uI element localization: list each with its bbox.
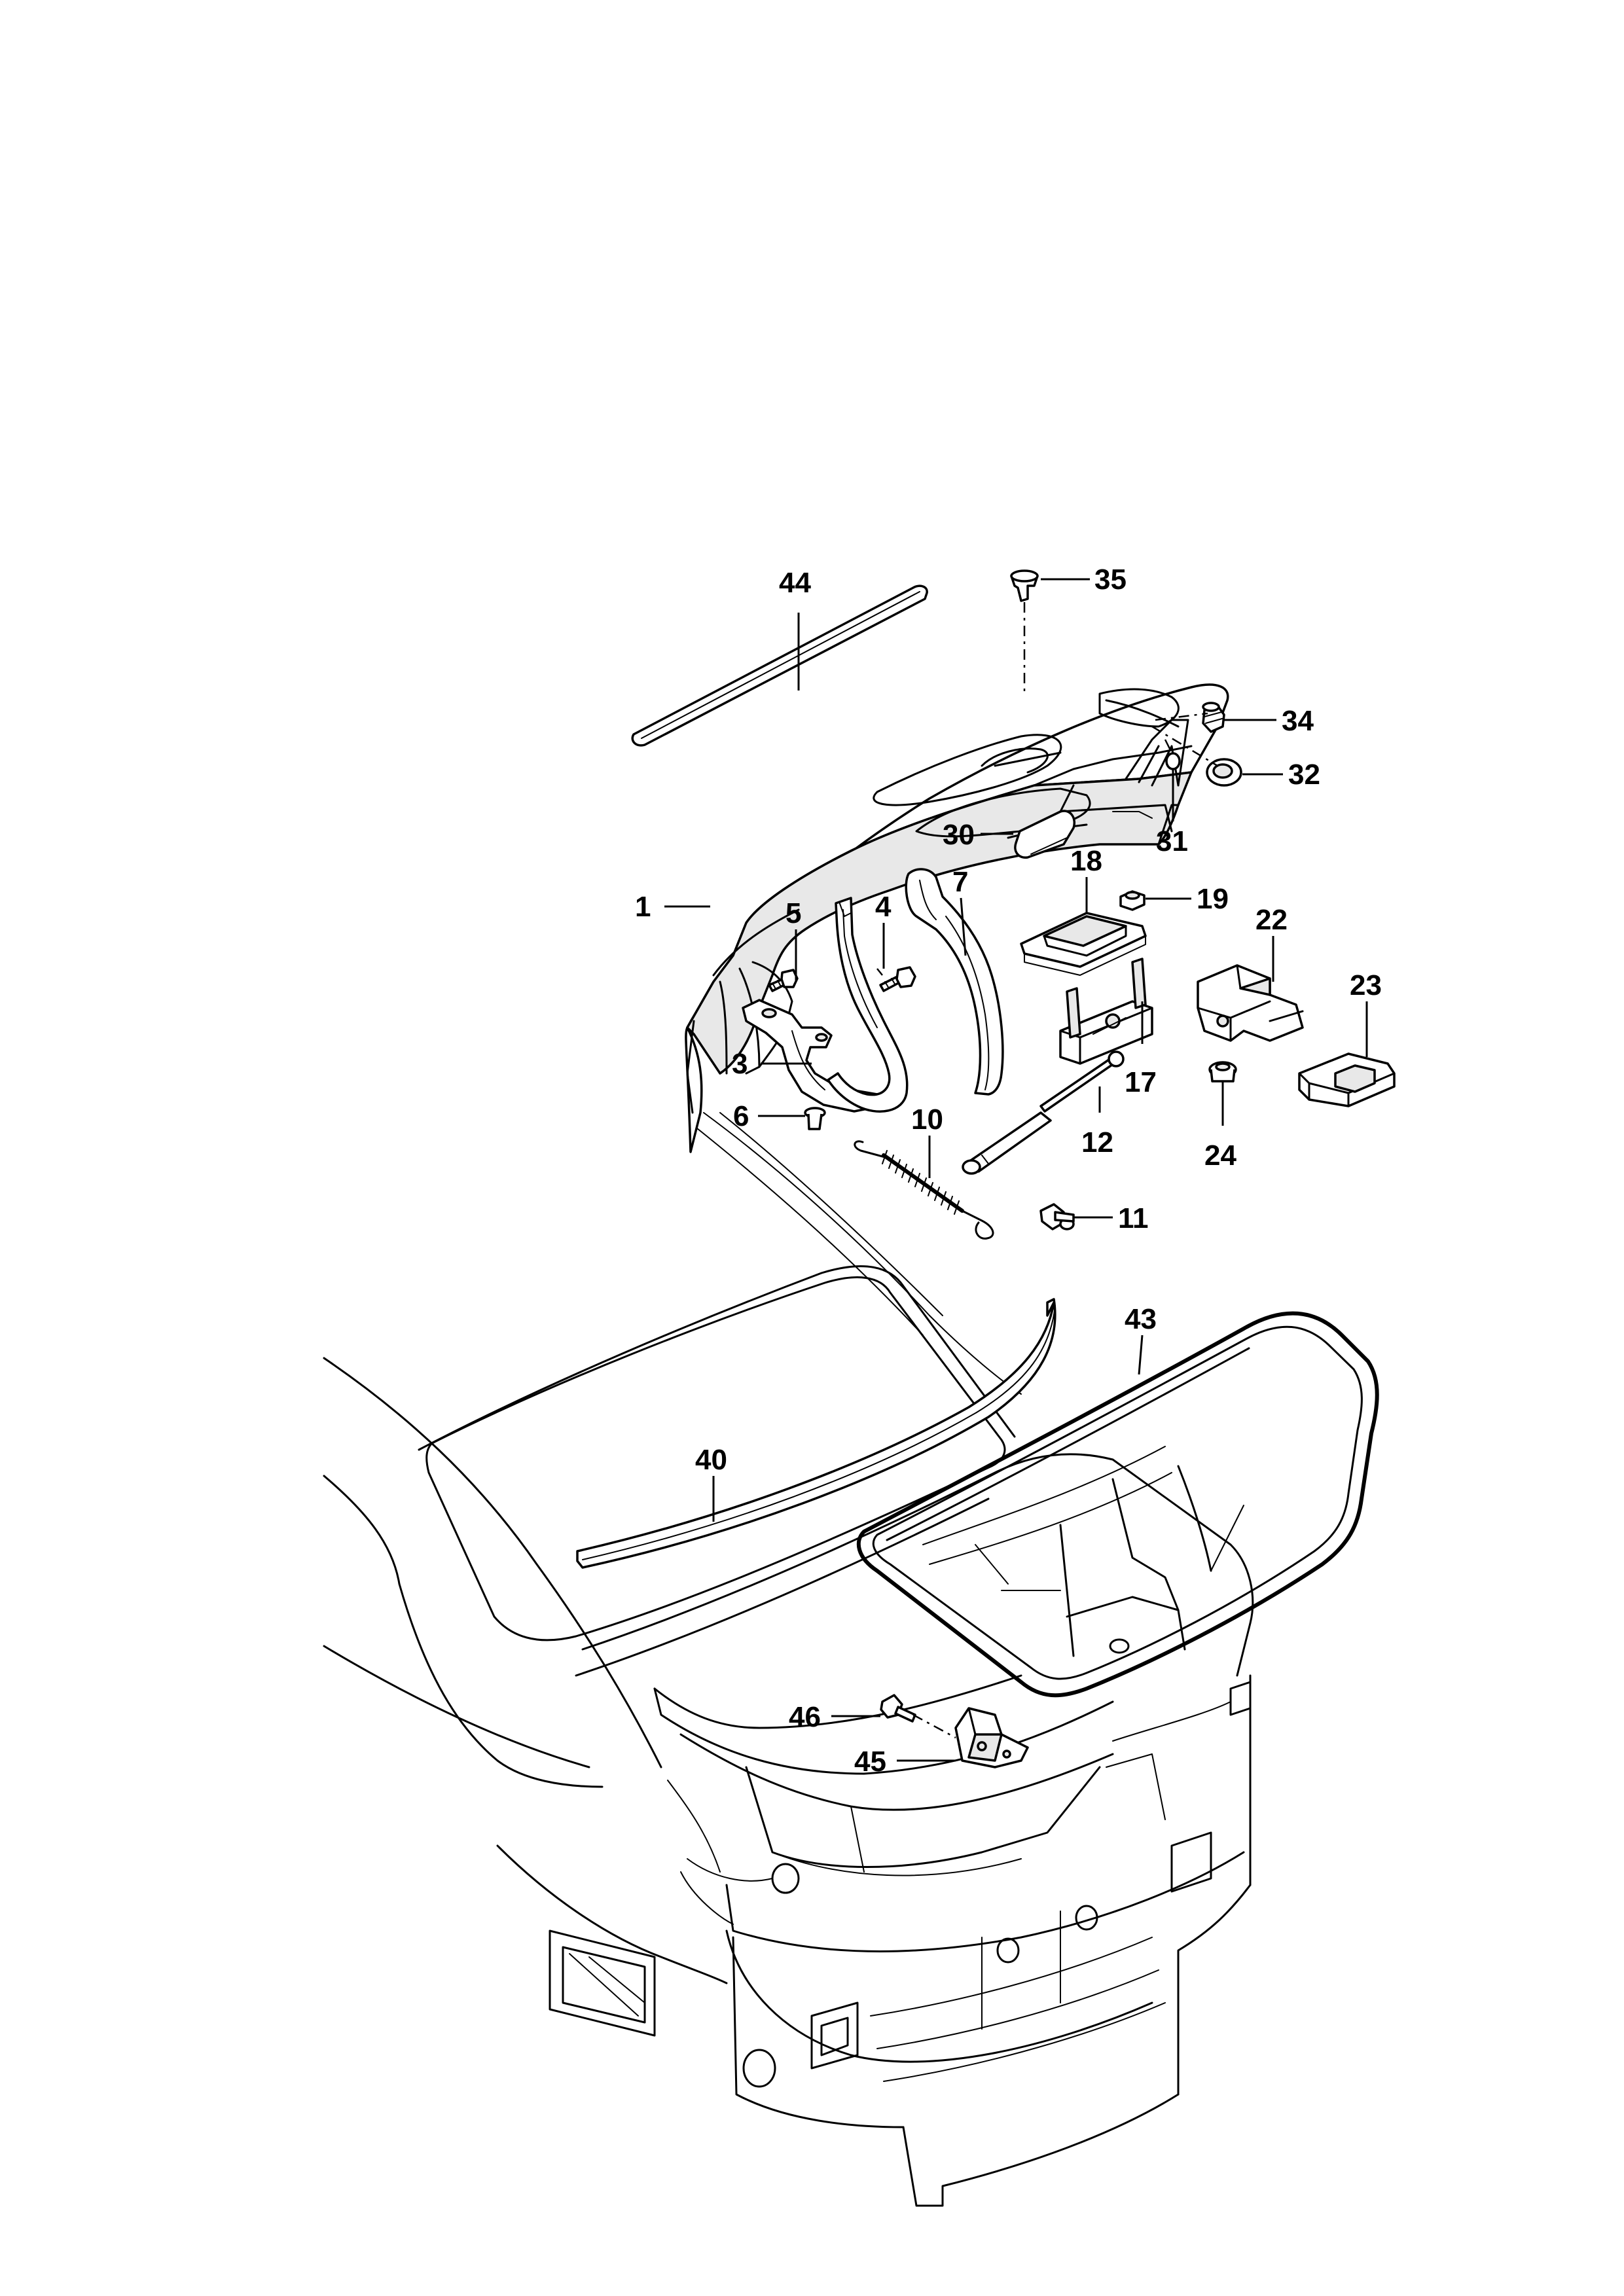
callout-12: 12	[1081, 1126, 1113, 1158]
callout-4: 4	[875, 891, 892, 923]
part-5-bolt	[768, 969, 799, 992]
callout-leaders	[664, 578, 1368, 1762]
callout-23: 23	[1350, 969, 1382, 1001]
part-30-cover	[1014, 810, 1075, 859]
callout-10: 10	[911, 1103, 943, 1136]
callout-46: 46	[789, 1701, 821, 1733]
callout-30: 30	[943, 819, 975, 851]
part-44-seal-strip	[631, 584, 928, 747]
part-12-gas-strut	[962, 1050, 1125, 1175]
callout-6: 6	[733, 1100, 749, 1132]
callout-34: 34	[1282, 705, 1314, 737]
callout-labels: 44 35 34 32 31 30 18 19 22 23 1 5 4 7 3 …	[635, 564, 1382, 1778]
part-18-lamp	[1020, 912, 1147, 976]
part-7-hinge-arm-left	[827, 897, 909, 1113]
part-19-nut	[1119, 890, 1146, 911]
part-6-clip	[804, 1107, 826, 1130]
part-35-clip	[1010, 569, 1039, 602]
callout-18: 18	[1070, 845, 1102, 877]
callout-31: 31	[1156, 825, 1188, 857]
trunk-lid	[685, 683, 1229, 1153]
part-34-bump-stop	[1202, 702, 1225, 733]
part-4-bolt	[879, 966, 916, 992]
callout-35: 35	[1094, 564, 1127, 596]
car-body-rear-outline	[323, 1112, 1254, 2207]
part-11-bolt	[1039, 1203, 1075, 1230]
part-24-grommet	[1208, 1061, 1237, 1083]
callout-5: 5	[785, 897, 801, 929]
callout-3: 3	[732, 1048, 748, 1080]
part-7-hinge-arm-right	[905, 868, 1004, 1096]
part-17-latch	[1059, 958, 1153, 1065]
callout-44: 44	[779, 567, 811, 599]
callout-1: 1	[635, 891, 651, 923]
part-43-trunk-seal	[856, 1311, 1379, 1698]
part-46-bolt	[880, 1694, 916, 1723]
callout-17: 17	[1125, 1066, 1157, 1098]
callout-7: 7	[952, 866, 968, 898]
assembly-centerlines	[876, 602, 1218, 1739]
callout-32: 32	[1288, 759, 1320, 791]
part-45-striker	[954, 1707, 1029, 1768]
callout-40: 40	[695, 1444, 727, 1476]
callout-24: 24	[1204, 1139, 1236, 1172]
callout-19: 19	[1197, 883, 1229, 915]
part-22-lock-actuator	[1197, 964, 1304, 1042]
callout-11: 11	[1118, 1202, 1149, 1234]
part-32-grommet	[1206, 758, 1242, 787]
part-23-bracket	[1298, 1052, 1396, 1107]
callout-45: 45	[854, 1746, 886, 1778]
part-40-window-seal	[576, 1298, 1056, 1569]
part-10-spring	[854, 1140, 994, 1240]
callout-43: 43	[1125, 1303, 1157, 1335]
part-31-ring	[1165, 752, 1181, 770]
callout-22: 22	[1255, 904, 1288, 936]
